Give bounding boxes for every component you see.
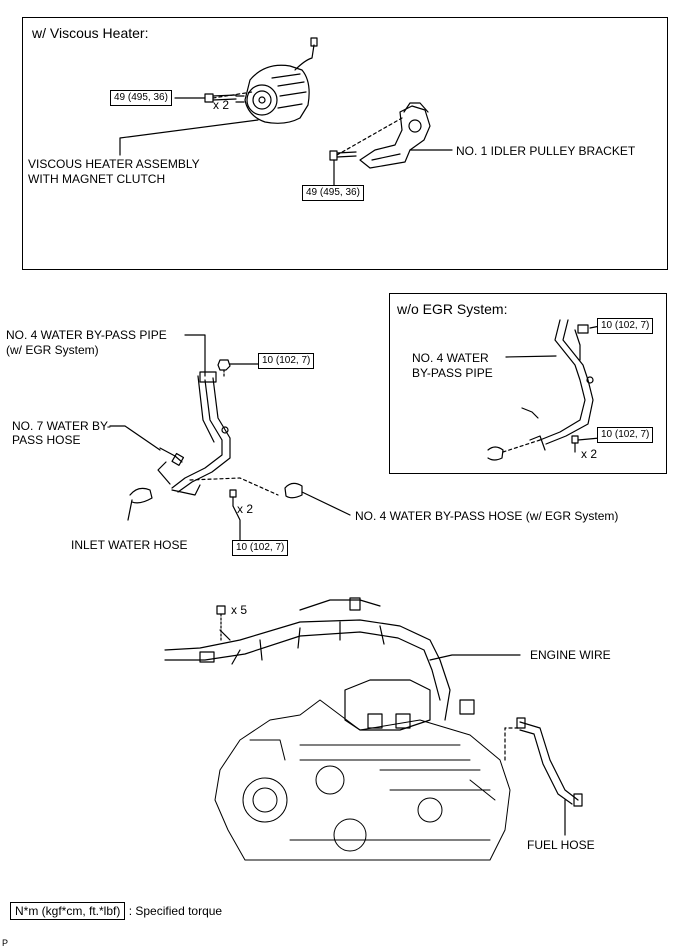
viscous-heater-label-2: WITH MAGNET CLUTCH (28, 172, 166, 186)
wo-egr-title: w/o EGR System: (397, 301, 508, 317)
qty-pipe-bolts: x 2 (237, 502, 254, 516)
water-bypass-pipe-label-2: (w/ EGR System) (6, 343, 99, 357)
engine-wire-drawing (164, 597, 521, 731)
torque-wo-bolt: 10 (102, 7) (597, 427, 654, 443)
water-bypass-pipe-label-1: NO. 4 WATER BY-PASS PIPE (6, 328, 167, 342)
idler-bracket-drawing (329, 102, 453, 187)
figure-code: P (2, 938, 9, 948)
fuel-hose-label: FUEL HOSE (527, 838, 595, 852)
wo-pipe-label-1: NO. 4 WATER (412, 351, 489, 365)
qty-wo-bolts: x 2 (581, 447, 598, 461)
water-bypass-pipe-drawing (109, 334, 351, 541)
viscous-heater-drawing (119, 37, 318, 156)
qty-wire-bolts: x 5 (231, 603, 248, 617)
water-bypass-hose7-label-2: PASS HOSE (12, 433, 81, 447)
viscous-heater-title: w/ Viscous Heater: (32, 25, 149, 41)
wo-egr-panel (389, 293, 667, 474)
inlet-water-hose-label: INLET WATER HOSE (71, 538, 188, 552)
torque-heater-bolt: 49 (495, 36) (110, 90, 172, 106)
wo-pipe-label-2: BY-PASS PIPE (412, 366, 493, 380)
legend-text: : Specified torque (128, 904, 223, 918)
engine-drawing (214, 699, 511, 861)
water-bypass-hose7-label-1: NO. 7 WATER BY- (12, 419, 111, 433)
water-bypass-hose4-label: NO. 4 WATER BY-PASS HOSE (w/ EGR System) (355, 509, 619, 523)
qty-heater-bolts: x 2 (213, 98, 230, 112)
wo-egr-pipe-drawing (487, 319, 601, 461)
viscous-heater-label-1: VISCOUS HEATER ASSEMBLY (28, 157, 200, 171)
torque-bracket-bolt: 49 (495, 36) (302, 185, 364, 201)
legend-box: N*m (kgf*cm, ft.*lbf) (10, 902, 126, 920)
torque-legend: N*m (kgf*cm, ft.*lbf) : Specified torque (10, 902, 222, 920)
torque-wo-nut: 10 (102, 7) (597, 318, 654, 334)
viscous-heater-panel (22, 17, 668, 270)
idler-bracket-label: NO. 1 IDLER PULLEY BRACKET (456, 144, 636, 158)
torque-pipe-bolt: 10 (102, 7) (232, 540, 289, 556)
fuel-hose-drawing (504, 717, 583, 836)
torque-pipe-nut: 10 (102, 7) (258, 353, 315, 369)
engine-wire-label: ENGINE WIRE (530, 648, 611, 662)
